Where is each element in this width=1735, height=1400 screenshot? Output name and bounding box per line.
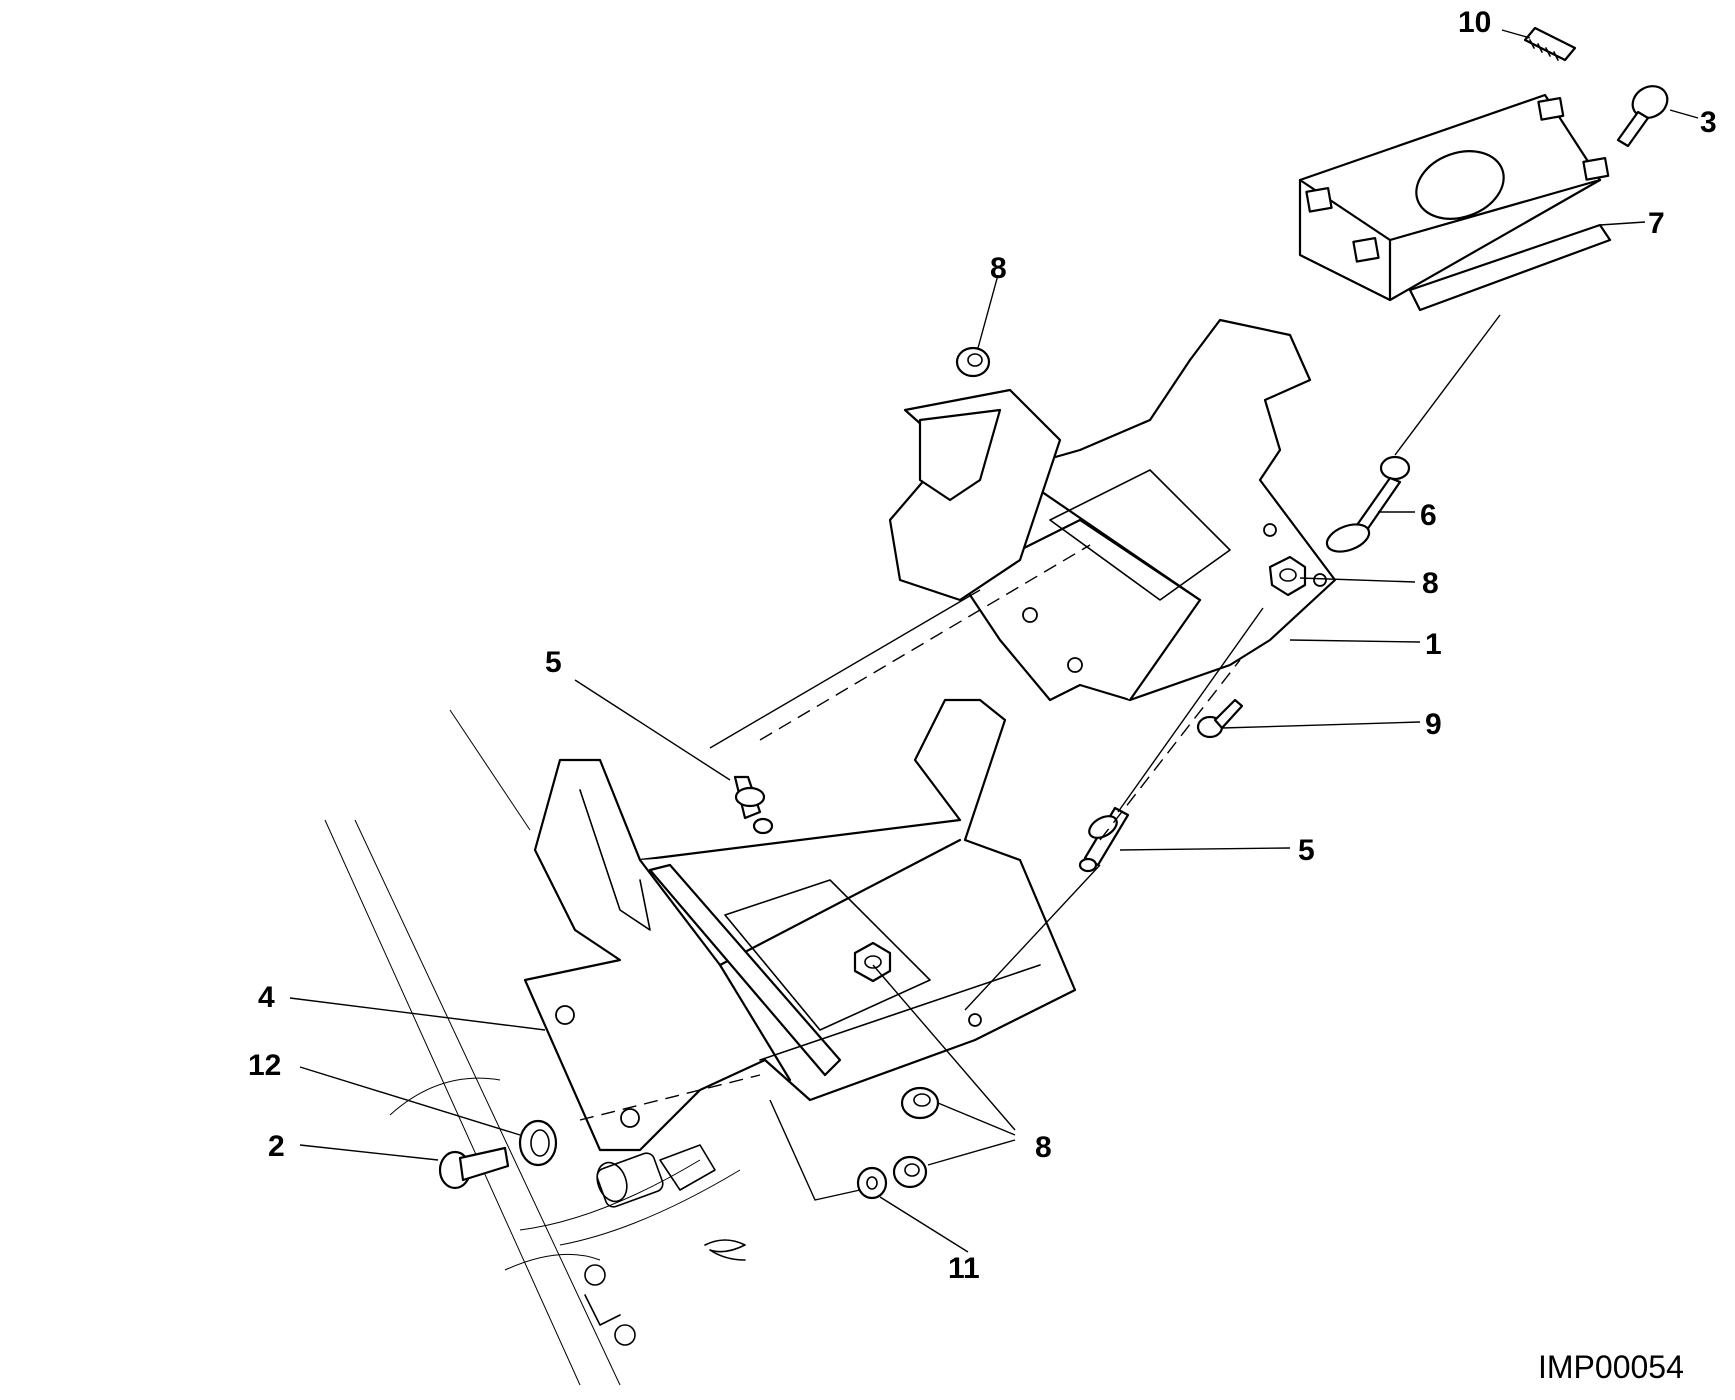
part-8-lower-grommet-b [892, 1155, 928, 1189]
callout-4: 4 [258, 981, 275, 1014]
callout-11: 11 [948, 1252, 980, 1285]
figure-reference-id: IMP00054 [1538, 1349, 1684, 1385]
part-8-top-grommet [955, 346, 991, 378]
callout-10: 10 [1458, 6, 1491, 39]
part-6-pin [1325, 455, 1411, 553]
part-8-upper-nut [1268, 555, 1307, 597]
callout-5-center: 5 [545, 646, 562, 679]
callout-labels: 10 3 7 8 6 8 1 5 9 5 4 12 2 8 11 IMP0005… [248, 6, 1717, 1385]
part-8-lower-grommet-a [900, 1086, 940, 1120]
callout-2: 2 [268, 1130, 285, 1163]
part-1-upper-bracket [888, 318, 1337, 702]
callout-8-upper-right: 8 [1422, 567, 1439, 600]
callout-3: 3 [1700, 106, 1717, 139]
callout-7: 7 [1648, 207, 1665, 240]
part-8-center-nut [853, 941, 892, 983]
callout-1: 1 [1425, 628, 1442, 661]
part-2-socket-bolt [438, 1146, 510, 1190]
part-12-spacer [518, 1119, 558, 1167]
callout-leader-lines [289, 29, 1699, 1253]
part-3-bolt [1616, 85, 1669, 148]
part-5-stud-right [1078, 806, 1130, 873]
part-5-stud-center [733, 775, 774, 835]
callout-6: 6 [1420, 499, 1437, 532]
part-10-chip [1523, 26, 1577, 62]
callout-8-top: 8 [990, 252, 1007, 285]
part-9-bolt [1196, 698, 1244, 739]
part-7-control-unit [1298, 93, 1612, 312]
background-frame-outline [324, 709, 746, 1386]
callout-5-right: 5 [1298, 834, 1315, 867]
assembly-dashed-lines [579, 314, 1501, 1201]
callout-8-lower: 8 [1035, 1131, 1052, 1164]
part-11-washer [856, 1166, 888, 1200]
callout-12: 12 [248, 1049, 281, 1082]
callout-9: 9 [1425, 708, 1442, 741]
part-4-lower-bracket [523, 698, 1077, 1152]
